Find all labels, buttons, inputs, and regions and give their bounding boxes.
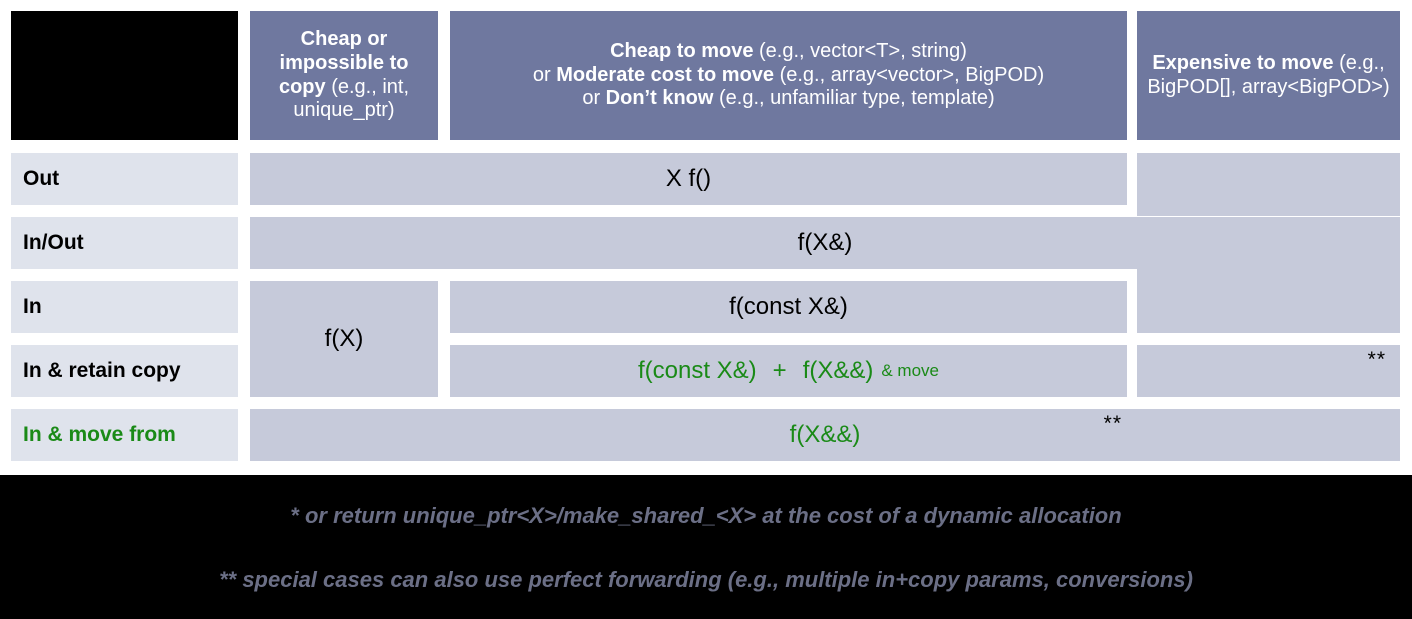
footnote-marker-move-from: ** — [1103, 412, 1122, 435]
row-label-out-text: Out — [23, 166, 60, 190]
row-label-in-text: In — [23, 294, 42, 318]
row-label-in-retain-copy-text: In & retain copy — [23, 358, 181, 382]
cheap-to-move-rest: (e.g., vector<T>, string) — [753, 40, 967, 63]
row-label-in-retain-copy: In & retain copy — [11, 345, 238, 397]
cell-move-from-text: f(X&&) — [789, 420, 861, 448]
row-label-in-move-from: In & move from — [11, 409, 238, 461]
cell-in-f-const-xref: f(const X&) — [450, 281, 1127, 333]
cell-in-f-x-text: f(X) — [324, 324, 364, 352]
dont-know-prefix: or — [582, 87, 606, 110]
cheap-to-move-strong: Cheap to move — [610, 40, 754, 63]
dont-know-strong: Don’t know — [605, 87, 714, 110]
footnote-double-asterisk: ** special cases can also use perfect fo… — [219, 567, 1193, 592]
column-header-cheap-copy-strong: Cheap or impossible to copy — [278, 28, 409, 98]
row-label-in-move-from-text: In & move from — [23, 422, 176, 446]
expensive-to-move-example: (e.g., BigPOD[], array<BigPOD>) — [1147, 51, 1390, 98]
footnotes-panel: * or return unique_ptr<X>/make_shared_<X… — [0, 475, 1412, 619]
column-header-expensive-to-move: Expensive to move (e.g., BigPOD[], array… — [1137, 11, 1400, 140]
column-header-cheap-copy-example: (e.g., int, unique_ptr) — [293, 75, 410, 122]
cell-retain-copy-and-move: & move — [881, 360, 940, 380]
cell-in-f-x: f(X) — [250, 281, 438, 397]
dont-know-rest: (e.g., unfamiliar type, template) — [713, 87, 995, 110]
moderate-cost-strong: Moderate cost to move — [556, 63, 775, 86]
table-corner-cell — [11, 11, 238, 140]
moderate-cost-rest: (e.g., array<vector>, BigPOD) — [774, 63, 1045, 86]
parameter-passing-table: Cheap or impossible to copy (e.g., int, … — [0, 0, 1412, 475]
cell-out-x-f-text: X f() — [665, 164, 712, 192]
column-header-line-1: Cheap to move (e.g., vector<T>, string) — [533, 40, 1044, 64]
cell-in-expensive-block — [1137, 228, 1400, 333]
column-header-line-2: or Moderate cost to move (e.g., array<ve… — [533, 64, 1044, 88]
expensive-to-move-strong: Expensive to move — [1152, 51, 1334, 74]
column-header-cheap-or-impossible-to-copy: Cheap or impossible to copy (e.g., int, … — [250, 11, 438, 140]
column-header-cheap-to-move: Cheap to move (e.g., vector<T>, string) … — [450, 11, 1127, 140]
row-label-in-out-text: In/Out — [23, 230, 84, 254]
cell-retain-copy-overloads: f(const X&) + f(X&&) & move — [450, 345, 1127, 397]
column-header-line-3: or Don’t know (e.g., unfamiliar type, te… — [533, 87, 1044, 111]
row-label-in-out: In/Out — [11, 217, 238, 269]
cell-move-from-f-xrvalue: f(X&&) ** — [250, 409, 1400, 461]
footnote-single-asterisk: * or return unique_ptr<X>/make_shared_<X… — [290, 503, 1122, 528]
cell-in-out-f-xref-text: f(X&) — [797, 228, 853, 256]
cell-retain-copy-expensive-block: ** — [1137, 345, 1400, 397]
cell-out-x-f: X f() — [250, 153, 1127, 205]
cell-retain-copy-plus: + — [772, 356, 787, 384]
cell-out-expensive-empty — [1137, 153, 1400, 216]
row-label-in: In — [11, 281, 238, 333]
cell-retain-copy-rvalue-ref: f(X&&) — [802, 356, 874, 384]
row-label-out: Out — [11, 153, 238, 205]
cell-retain-copy-const-ref: f(const X&) — [637, 356, 757, 384]
moderate-prefix: or — [532, 63, 557, 86]
cell-in-f-const-xref-text: f(const X&) — [729, 292, 848, 320]
footnote-marker-retain-copy: ** — [1367, 348, 1386, 371]
